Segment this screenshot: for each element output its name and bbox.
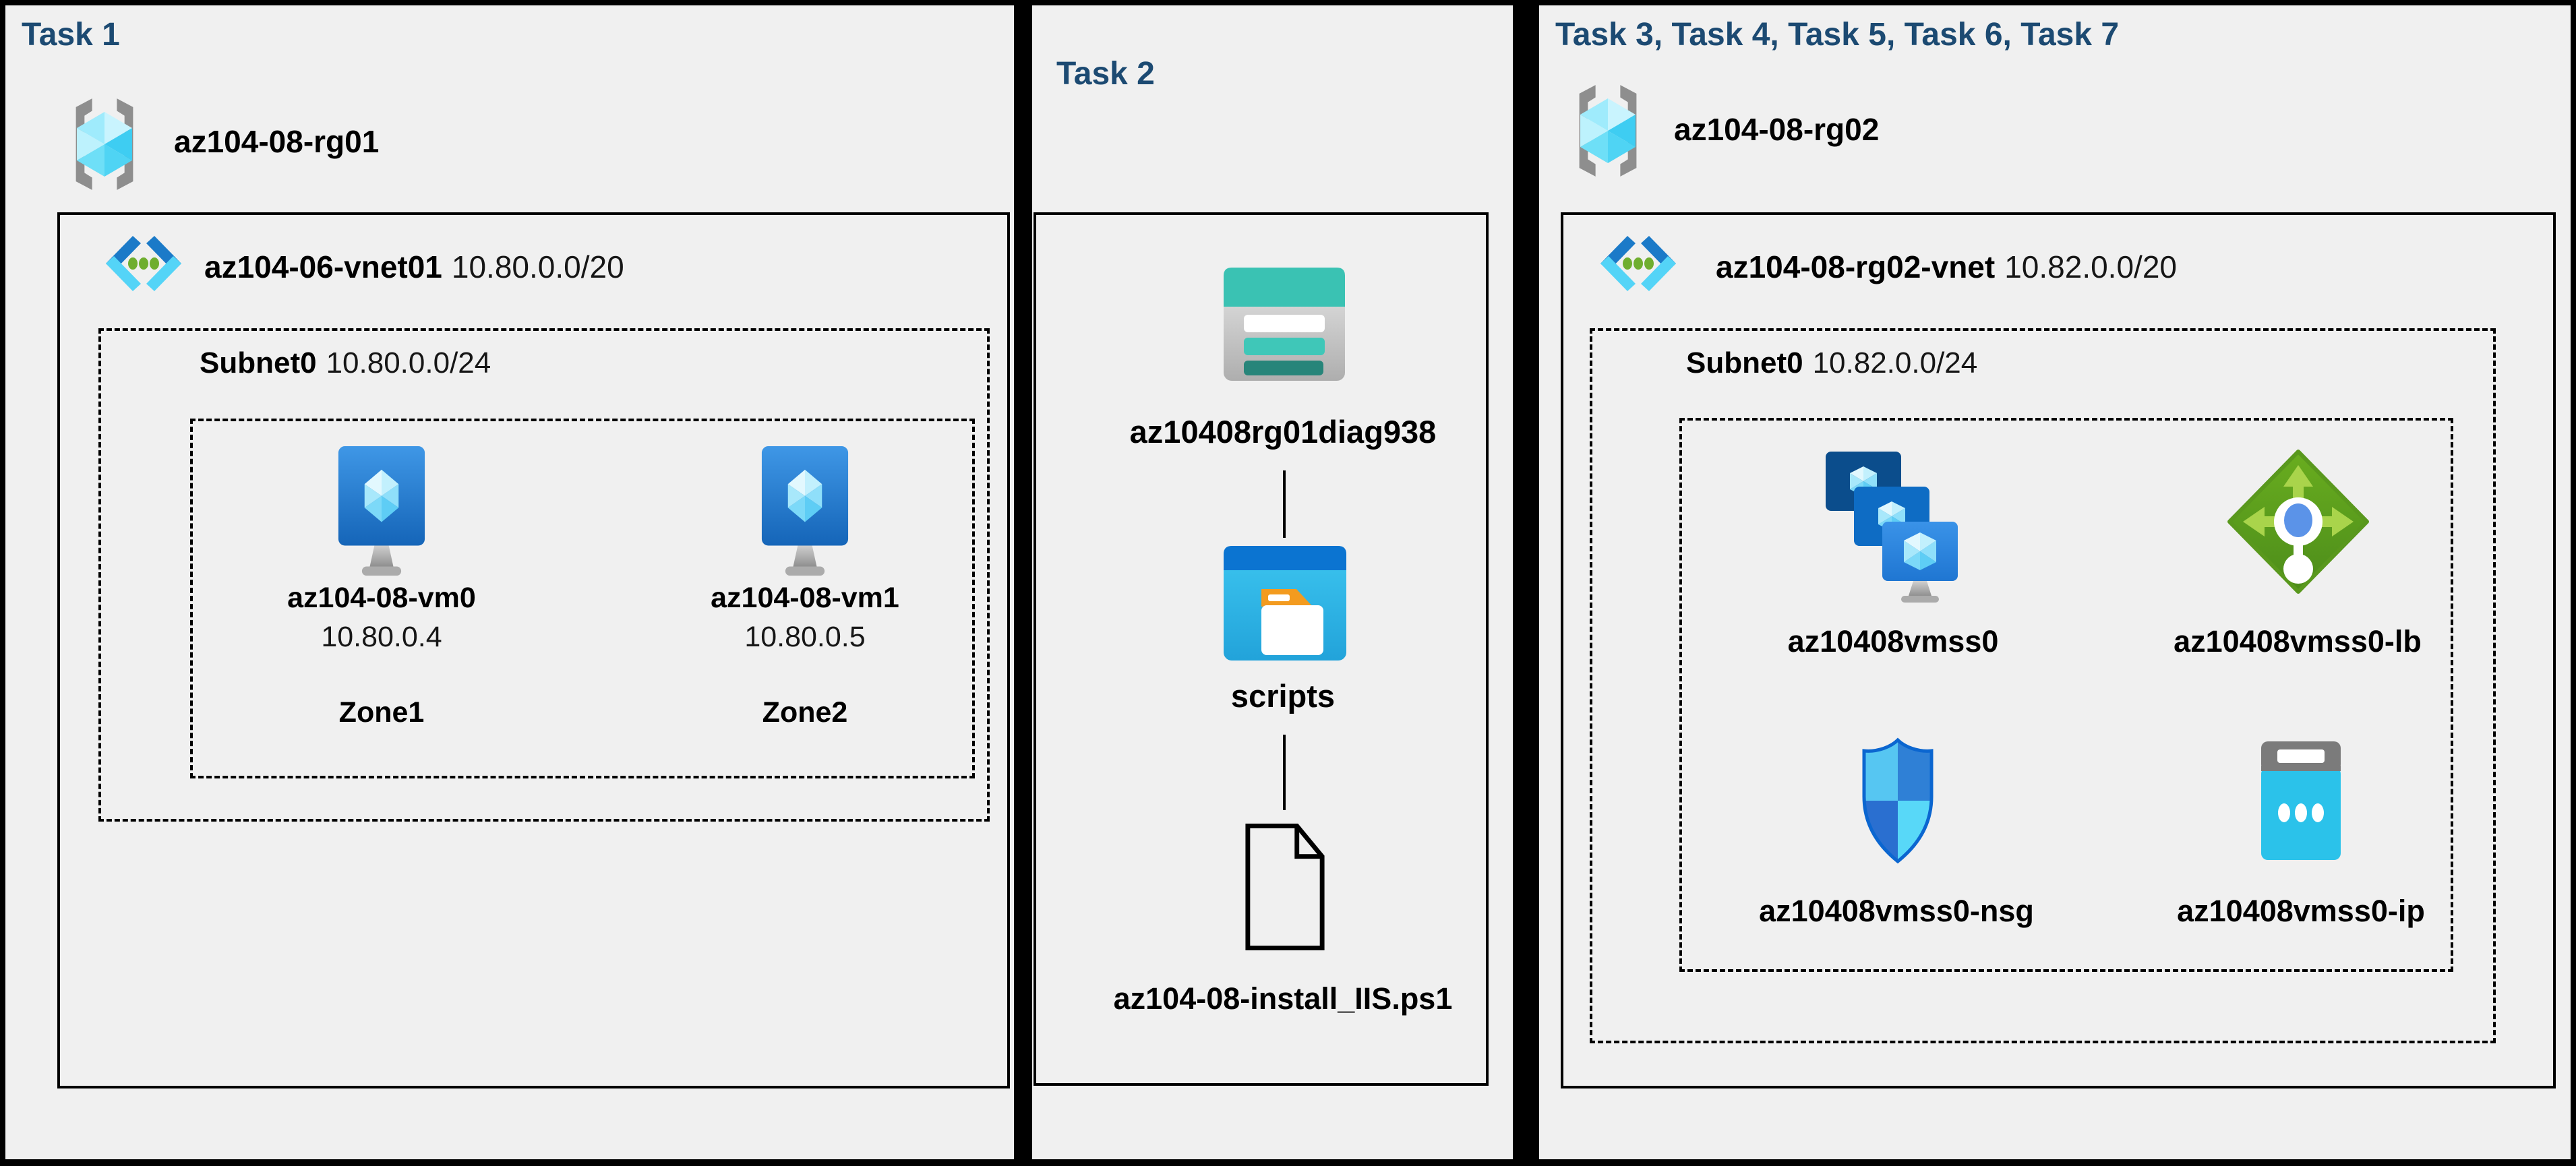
resource-group-label: az104-08-rg01 <box>174 124 380 159</box>
public-ip-icon <box>2261 741 2341 860</box>
task2-content-box <box>1034 212 1489 1086</box>
subnet-name: Subnet0 <box>1686 346 1803 379</box>
vnet-icon <box>1594 228 1683 302</box>
vm-name: az104-08-vm0 <box>287 582 476 614</box>
vnet-cidr: 10.80.0.0/20 <box>451 249 624 284</box>
vnet-cidr: 10.82.0.0/20 <box>2004 249 2177 284</box>
task2-panel: Task 2 az10408rg01diag938 <box>1032 5 1513 1159</box>
task2-title: Task 2 <box>1056 56 1155 92</box>
task1-vnet-box <box>57 212 1010 1088</box>
vm-ip: 10.80.0.4 <box>321 621 442 653</box>
task1-panel: Task 1 az104-08-rg01 <box>5 5 1014 1159</box>
connector-line <box>1283 470 1286 538</box>
vm-zone: Zone2 <box>762 696 848 729</box>
load-balancer-icon <box>2227 449 2370 594</box>
subnet-label: Subnet0 10.82.0.0/24 <box>1686 346 1977 381</box>
vnet-label: az104-06-vnet01 10.80.0.0/20 <box>204 249 624 285</box>
script-file-icon <box>1242 821 1327 953</box>
task3-title: Task 3, Task 4, Task 5, Task 6, Task 7 <box>1555 17 2120 53</box>
vm-ip: 10.80.0.5 <box>744 621 866 653</box>
task3-vnet-box <box>1561 212 2556 1088</box>
task3-subnet-box <box>1590 328 2496 1043</box>
connector-line <box>1283 735 1286 810</box>
storage-account-label: az10408rg01diag938 <box>1129 414 1437 450</box>
storage-account-icon <box>1224 267 1345 381</box>
container-label: scripts <box>1230 678 1336 714</box>
task1-subnet-box <box>98 328 990 822</box>
task1-vm-group-box <box>190 419 975 778</box>
subnet-name: Subnet0 <box>200 346 317 379</box>
storage-container-icon <box>1224 546 1346 661</box>
resource-group-icon <box>61 94 148 194</box>
vm-name: az104-08-vm1 <box>711 582 899 614</box>
subnet-label: Subnet0 10.80.0.0/24 <box>200 346 491 381</box>
nsg-icon <box>1856 735 1940 867</box>
subnet-cidr: 10.80.0.0/24 <box>326 346 491 379</box>
vmss-label: az10408vmss0 <box>1787 624 1999 658</box>
resource-group-icon <box>1564 81 1652 181</box>
nsg-label: az10408vmss0-nsg <box>1759 894 2034 928</box>
task3-panel: Task 3, Task 4, Task 5, Task 6, Task 7 a… <box>1539 5 2571 1159</box>
vnet-name: az104-08-rg02-vnet <box>1716 249 1996 284</box>
vm-zone: Zone1 <box>338 696 425 729</box>
task3-resource-group-box <box>1679 418 2453 972</box>
vmss-icon <box>1826 452 1960 603</box>
vm-icon <box>337 445 426 580</box>
script-file-label: az104-08-install_IIS.ps1 <box>1113 981 1453 1016</box>
vnet-name: az104-06-vnet01 <box>204 249 442 284</box>
task1-title: Task 1 <box>22 17 120 53</box>
vnet-icon <box>99 228 188 302</box>
vm-icon <box>760 445 849 580</box>
public-ip-label: az10408vmss0-ip <box>2177 894 2425 928</box>
resource-group-label: az104-08-rg02 <box>1674 112 1880 147</box>
load-balancer-label: az10408vmss0-lb <box>2174 624 2422 658</box>
subnet-cidr: 10.82.0.0/24 <box>1812 346 1978 379</box>
